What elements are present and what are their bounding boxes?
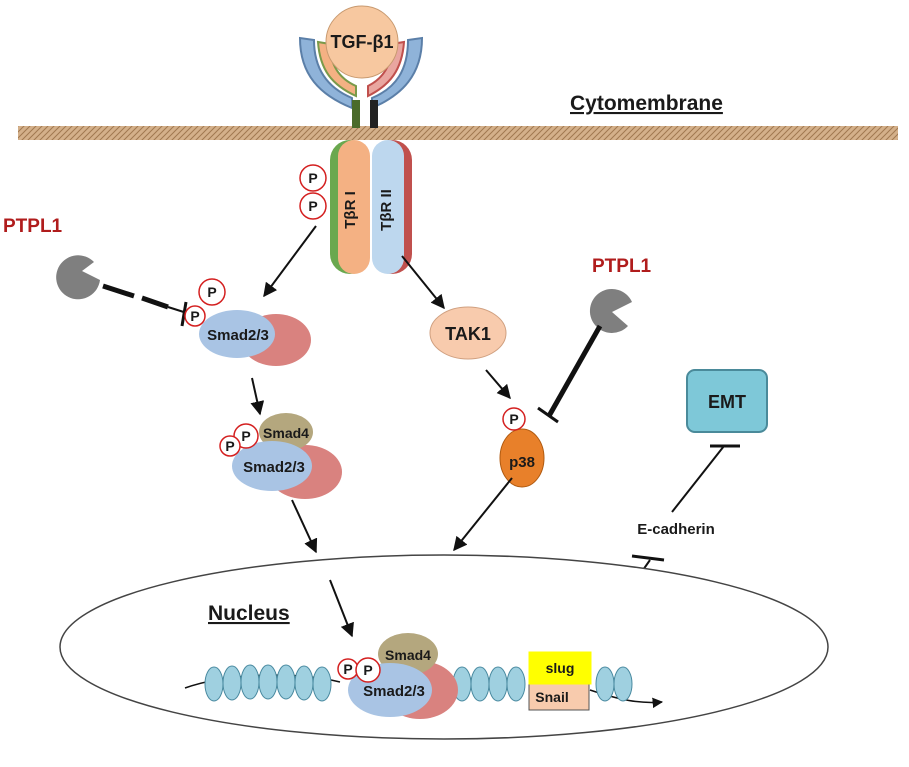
p38-label: p38 <box>509 454 535 471</box>
phospho-marker <box>502 407 526 431</box>
phospho-label: P <box>190 308 199 324</box>
arrow-into-nucleus <box>329 579 354 638</box>
slug-box <box>528 651 592 685</box>
smad4-cytoplasm-label: Smad4 <box>263 425 309 441</box>
inhibition-line-ptpl1-p38 <box>537 324 603 424</box>
arrow-receptor-to-tak1 <box>401 255 445 310</box>
phospho-marker <box>198 278 226 306</box>
emt-box <box>686 369 768 433</box>
ecadherin-label: E-cadherin <box>637 521 715 538</box>
emt-label: EMT <box>708 392 746 412</box>
phospho-marker <box>299 192 327 220</box>
receptor-tbr2 <box>372 140 412 274</box>
phospho-marker <box>219 435 241 457</box>
ptpl1-left-shape <box>56 255 100 300</box>
inhibition-line-ecadherin-emt <box>671 445 725 513</box>
phospho-marker <box>233 423 259 449</box>
inhibition-line-ptpl1-smad <box>102 283 191 327</box>
ptpl1-right-shape <box>589 288 632 333</box>
receptor-tbr1 <box>330 140 370 274</box>
phospho-label: P <box>509 411 518 427</box>
slug-label: slug <box>546 660 575 676</box>
arrow-receptor-to-smad <box>263 225 317 298</box>
ptpl1-left-label: PTPL1 <box>3 216 63 237</box>
smad23-complex-label: Smad2/3 <box>243 459 305 476</box>
phospho-marker <box>355 657 381 683</box>
receptor-tbr2-label: TβR II <box>378 189 395 231</box>
phospho-label: P <box>207 284 216 300</box>
phospho-label: P <box>363 662 372 678</box>
smad23-upper <box>199 310 275 358</box>
dna-strand <box>184 664 664 709</box>
smad23-upper-label: Smad2/3 <box>207 327 269 344</box>
arrow-tak1-to-p38 <box>485 369 511 400</box>
cytomembrane-label: Cytomembrane <box>570 92 723 115</box>
tgf-beta1-label: TGF-β1 <box>331 32 394 52</box>
arrow-complex-to-nucleus <box>291 499 318 554</box>
phospho-label: P <box>225 438 234 454</box>
tak1-node <box>429 306 507 360</box>
nucleus-label: Nucleus <box>208 602 290 625</box>
arrow-smad-to-complex <box>250 377 265 416</box>
smad4-nuclear-label: Smad4 <box>385 647 431 663</box>
inhibition-bar-ecadherin <box>631 554 665 562</box>
cytomembrane-band <box>18 126 898 140</box>
phospho-label: P <box>308 198 317 214</box>
phospho-marker <box>299 164 327 192</box>
arrow-p38-to-nucleus <box>453 477 513 552</box>
tak1-label: TAK1 <box>445 324 491 344</box>
p38-node <box>499 428 545 488</box>
tgf-beta1-ligand <box>325 5 399 79</box>
phospho-label: P <box>308 170 317 186</box>
smad23-nuclear-label: Smad2/3 <box>363 683 425 700</box>
smad23-complex <box>232 441 312 491</box>
phospho-label: P <box>343 661 352 677</box>
ptpl1-right-label: PTPL1 <box>592 256 652 277</box>
receptor-tbr1-label: TβR I <box>342 191 359 229</box>
snail-label: Snail <box>535 689 568 705</box>
phospho-label: P <box>241 428 250 444</box>
phospho-marker <box>184 305 206 327</box>
